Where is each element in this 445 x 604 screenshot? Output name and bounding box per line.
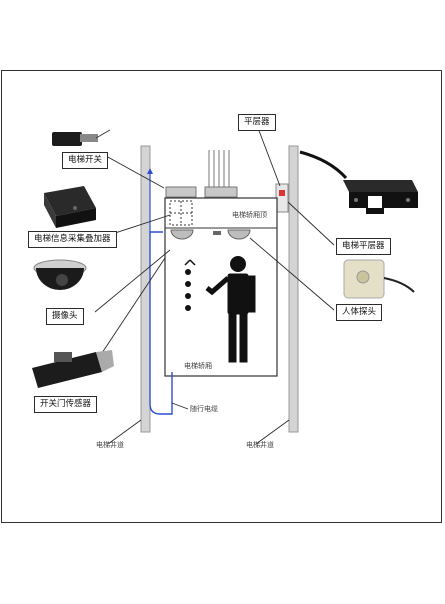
outer-border <box>1 70 442 523</box>
callout-leveling-sensor: 平层器 <box>238 114 276 131</box>
leveling-sensor-device <box>299 150 418 214</box>
car-up-arrow <box>184 259 196 266</box>
leveling-bracket <box>275 183 289 213</box>
door-switch-device <box>52 129 111 146</box>
callout-door-sensor: 开关门传感器 <box>34 396 98 413</box>
label-shaft-left: 电梯井道 <box>96 441 124 449</box>
label-travel-cable: 随行电缆 <box>190 405 218 413</box>
car-camera-dome-right <box>227 229 251 240</box>
callout-camera: 摄像头 <box>46 308 84 325</box>
signal-collector-device <box>44 186 96 228</box>
callout-lines <box>94 127 335 445</box>
car-camera-dome-left <box>170 229 194 240</box>
human-sensor-device <box>343 259 415 299</box>
label-car-top: 电梯轿厢顶 <box>232 211 267 219</box>
hoist-cables <box>208 150 230 190</box>
callout-leveling-device: 电梯平层器 <box>336 238 391 255</box>
car-panel-buttons <box>185 269 191 311</box>
travel-cable <box>149 231 173 415</box>
dome-camera-device <box>33 259 87 290</box>
callout-door-switch: 电梯开关 <box>62 152 109 169</box>
leveling-indicator <box>279 190 285 196</box>
car-top-beam-mid <box>204 186 238 198</box>
callout-human-sensor: 人体探头 <box>336 304 383 321</box>
shaft-rail-left <box>140 145 151 433</box>
car-top-beam-left <box>165 186 197 198</box>
label-car: 电梯轿厢 <box>184 362 212 370</box>
car-light <box>213 231 221 235</box>
door-sensor-device <box>32 350 114 388</box>
callout-signal-collector: 电梯信息采集叠加器 <box>28 231 117 248</box>
shaft-rail-right <box>288 145 299 433</box>
person-figure <box>205 256 256 363</box>
label-shaft-right: 电梯井道 <box>246 441 274 449</box>
